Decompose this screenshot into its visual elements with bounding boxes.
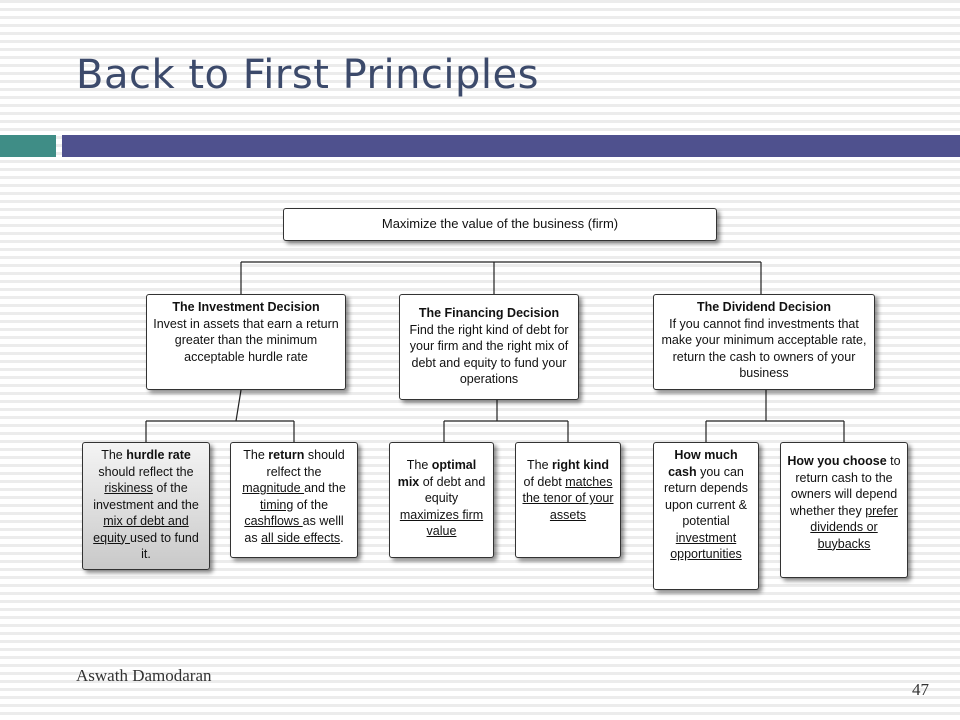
- return-text-6: .: [340, 530, 344, 545]
- rightkind-text-1: The: [527, 458, 553, 472]
- investment-decision-box: The Investment Decision Invest in assets…: [146, 294, 346, 390]
- investment-decision-body: Invest in assets that earn a return grea…: [153, 316, 339, 364]
- hurdle-text-2: should reflect the: [98, 464, 194, 479]
- howchoose-text-1: to return cash to the owners will depend…: [790, 454, 901, 518]
- return-term: return: [268, 448, 305, 462]
- right-kind-box: The right kind of debt matches the tenor…: [515, 442, 621, 558]
- return-text-1: The: [243, 448, 269, 462]
- prefer-dividends-buybacks-term: prefer dividends or buybacks: [810, 503, 898, 551]
- howmuch-text-1: you can return depends upon current & po…: [663, 464, 749, 529]
- dividend-decision-title: The Dividend Decision: [696, 300, 832, 314]
- return-text-2: should relfect the: [266, 448, 345, 479]
- financing-decision-title: The Financing Decision: [418, 306, 560, 320]
- hurdle-text-3: of the investment and the: [93, 481, 199, 512]
- dividend-decision-box: The Dividend Decision If you cannot find…: [653, 294, 875, 390]
- timing-term: timing: [259, 497, 294, 512]
- return-box: The return should relfect the magnitude …: [230, 442, 358, 558]
- title-accent-bar: [0, 135, 56, 157]
- return-text-4: of the: [293, 497, 329, 512]
- cashflows-term: cashflows: [244, 514, 303, 528]
- financing-decision-body: Find the right kind of debt for your fir…: [409, 322, 569, 387]
- optimal-text-1: The: [406, 458, 432, 472]
- investment-opportunities-term: investment opportunities: [670, 530, 742, 562]
- how-you-choose-box: How you choose to return cash to the own…: [780, 442, 908, 578]
- how-much-cash-term: How much cash: [668, 448, 738, 479]
- side-effects-term: all side effects: [261, 530, 341, 545]
- hurdle-text-4: used to fund it.: [130, 530, 199, 562]
- root-goal-box: Maximize the value of the business (firm…: [283, 208, 717, 241]
- optimal-text-2: of debt and equity: [419, 474, 486, 506]
- maximizes-firm-value-term: maximizes firm value: [399, 507, 484, 539]
- hurdle-rate-box: The hurdle rate should reflect the riski…: [82, 442, 210, 570]
- mix-of-debt-equity-term: mix of debt and equity: [93, 514, 189, 545]
- return-text-3: and the: [304, 481, 346, 495]
- magnitude-term: magnitude: [242, 481, 305, 495]
- footer-author: Aswath Damodaran: [76, 666, 212, 685]
- right-kind-term: right kind: [552, 458, 609, 472]
- connector-investment-down: [235, 389, 242, 422]
- riskiness-term: riskiness: [104, 481, 153, 495]
- investment-decision-title: The Investment Decision: [172, 300, 320, 314]
- page-number: 47: [912, 680, 929, 699]
- root-goal-text: Maximize the value of the business (firm…: [381, 216, 619, 231]
- hurdle-text-1: The: [101, 448, 127, 462]
- matches-tenor-term: matches the tenor of your assets: [522, 474, 614, 522]
- dividend-decision-body: If you cannot find investments that make…: [661, 316, 867, 381]
- title-underline-bar: [62, 135, 960, 157]
- how-much-cash-box: How much cash you can return depends upo…: [653, 442, 759, 590]
- return-text-5: as welll as: [244, 514, 344, 545]
- financing-decision-box: The Financing Decision Find the right ki…: [399, 294, 579, 400]
- optimal-mix-term: optimal mix: [397, 458, 477, 489]
- rightkind-text-2: of debt: [523, 474, 566, 489]
- slide-title: Back to First Principles: [76, 52, 539, 98]
- optimal-mix-box: The optimal mix of debt and equity maxim…: [389, 442, 494, 558]
- hurdle-rate-term: hurdle rate: [126, 448, 191, 462]
- how-you-choose-term: How you choose: [787, 454, 887, 468]
